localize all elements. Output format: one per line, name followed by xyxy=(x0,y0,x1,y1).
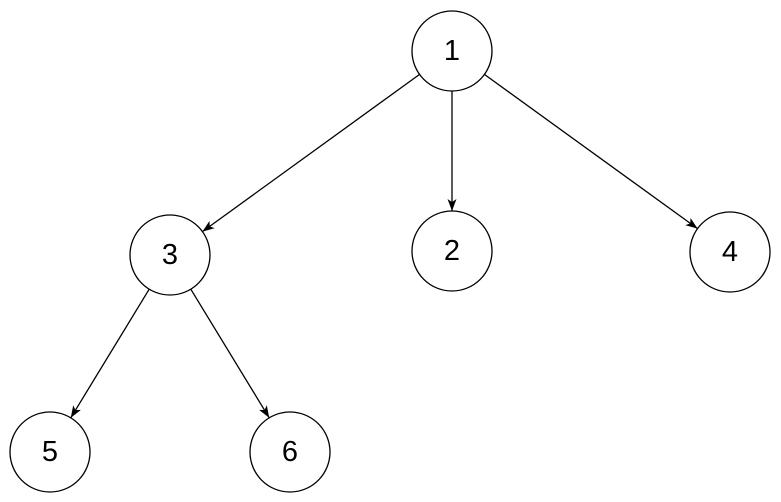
tree-node-1: 1 xyxy=(411,10,493,92)
tree-node-label: 1 xyxy=(444,35,460,67)
tree-node-label: 4 xyxy=(722,236,738,268)
tree-edge-3-6 xyxy=(190,288,270,419)
tree-node-5: 5 xyxy=(9,411,91,493)
tree-edge-3-5 xyxy=(70,288,150,419)
tree-node-circle xyxy=(9,411,91,493)
tree-node-6: 6 xyxy=(249,411,331,493)
tree-node-circle xyxy=(129,214,211,296)
tree-edge-1-3 xyxy=(202,73,420,233)
tree-node-circle xyxy=(249,411,331,493)
tree-node-label: 2 xyxy=(444,235,460,267)
tree-node-label: 3 xyxy=(162,239,178,271)
tree-node-circle xyxy=(689,211,771,293)
tree-node-circle xyxy=(411,10,493,92)
tree-node-label: 6 xyxy=(282,436,298,468)
tree-node-4: 4 xyxy=(689,211,771,293)
tree-node-2: 2 xyxy=(411,210,493,292)
tree-edge-1-4 xyxy=(484,73,698,230)
tree-node-3: 3 xyxy=(129,214,211,296)
tree-node-label: 5 xyxy=(42,436,58,468)
tree-node-circle xyxy=(411,210,493,292)
